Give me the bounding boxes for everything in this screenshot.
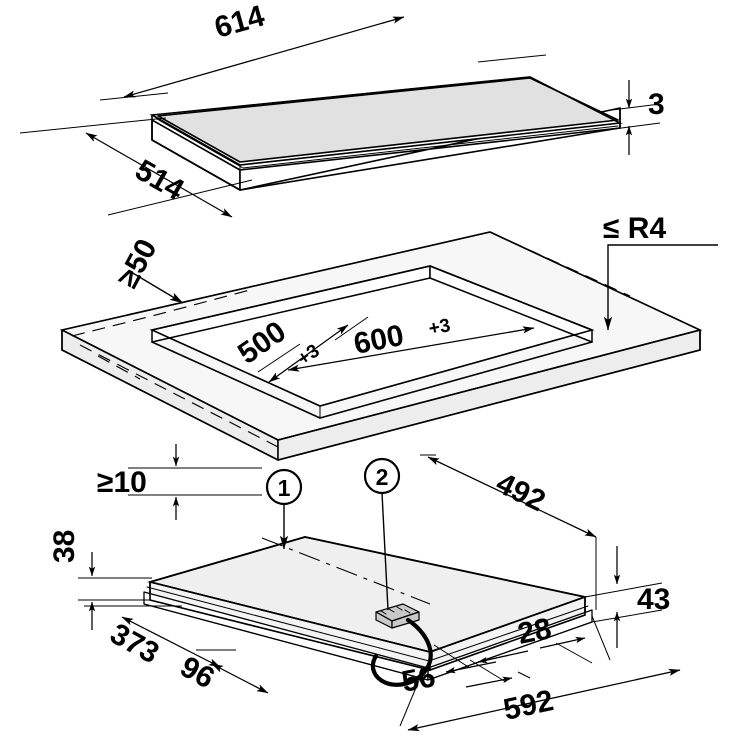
connection-box-front [391, 611, 420, 629]
callout-2-label: 2 [376, 464, 389, 490]
dim-line-96 [211, 663, 269, 694]
ext-28-right [555, 642, 593, 664]
dim-line-600 [287, 326, 535, 372]
view-worktop-cutout: ≥50 500 +3 600 +3 ≤ R4 [59, 212, 718, 461]
dim-line-373 [121, 616, 221, 668]
dim-label-600-tolerance: +3 [427, 315, 452, 340]
ext-3-bottom [613, 122, 661, 130]
worktop-hidden-diag-left [79, 344, 281, 449]
dim-line-28-left [477, 650, 529, 664]
leader-r4 [603, 244, 718, 331]
dim-label-3: 3 [648, 88, 665, 121]
dim-label-r4: ≤ R4 [603, 212, 666, 245]
ext-514-top [19, 117, 167, 134]
worktop-hidden-back-left [71, 289, 251, 337]
ext-56-left [433, 644, 471, 669]
worktop-hidden-left-stub [61, 349, 69, 354]
dim-line-514 [85, 132, 233, 218]
worktop-hidden-diag-lower [97, 355, 141, 380]
cutout-opening-outline [149, 265, 595, 407]
dim-label-min10: ≥10 [97, 466, 147, 499]
dim-label-38: 38 [48, 530, 81, 563]
view-appliance-underside: ≥10 1 2 [48, 444, 681, 732]
ext-43-bottom [591, 609, 663, 623]
dim-label-43: 43 [637, 583, 670, 616]
appliance-centre-line [261, 537, 431, 605]
dim-line-592 [407, 668, 681, 732]
connection-box-terminals [380, 606, 411, 615]
dim-line-28-right [539, 636, 586, 649]
callout-2-leader [381, 492, 389, 611]
ext-3-top [611, 103, 661, 111]
ext-43-top [584, 582, 663, 598]
dim-label-56: 56 [399, 660, 438, 699]
worktop-hidden-back-right [489, 231, 631, 297]
callout-1-circle[interactable] [265, 468, 303, 506]
dim-line-492 [427, 456, 597, 538]
dim-label-28: 28 [515, 612, 554, 651]
callout-1-label: 1 [278, 475, 291, 501]
ext-614-right [477, 54, 547, 63]
ext-592-right [591, 615, 611, 661]
view-appliance-overall: 614 514 3 [19, 0, 665, 218]
leader-min50 [130, 271, 184, 304]
dim-line-614 [123, 16, 405, 98]
